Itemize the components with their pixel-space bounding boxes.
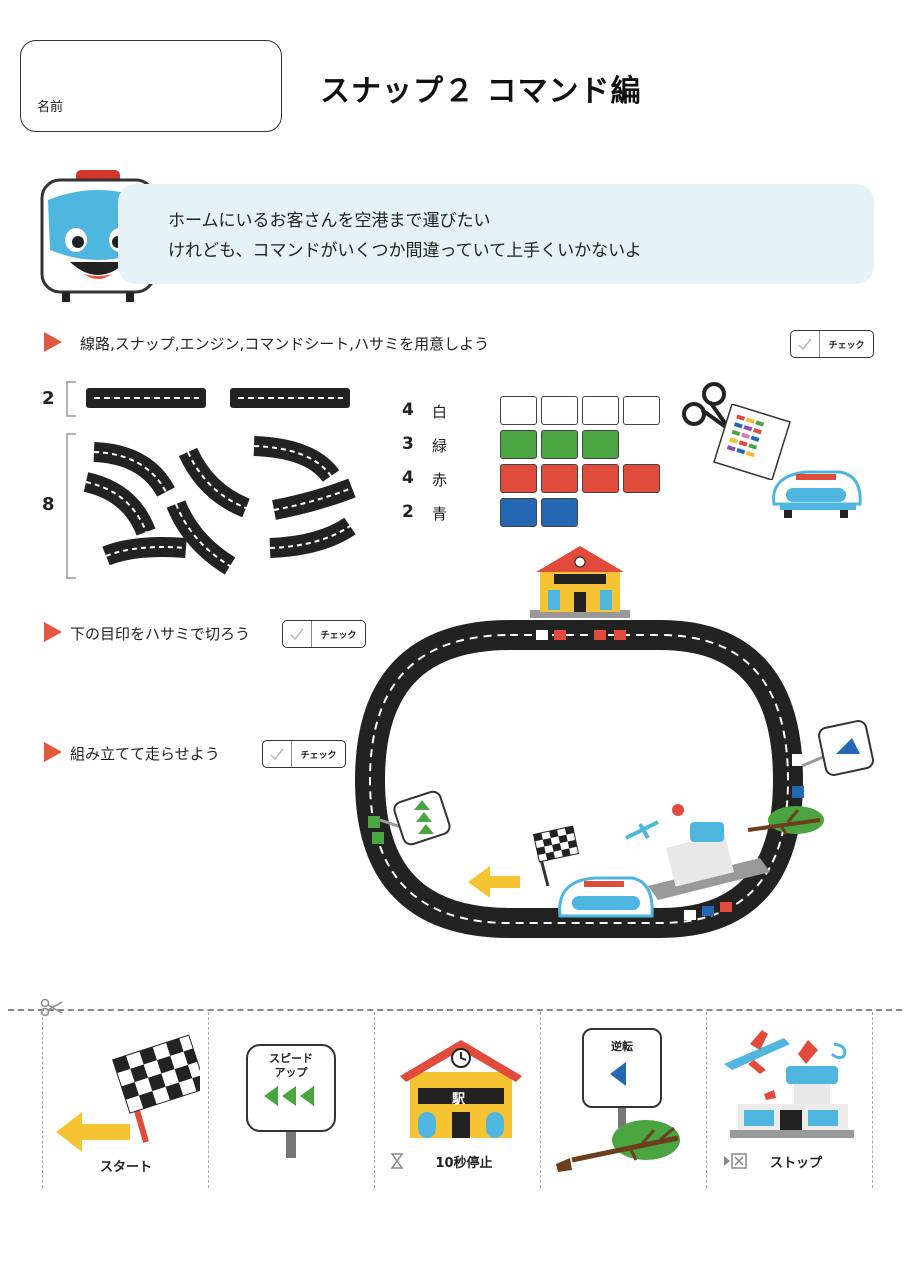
curve-count: 8 xyxy=(42,494,55,515)
station-stop-card-label: 10秒停止 xyxy=(435,1156,493,1171)
snap-tile xyxy=(623,464,660,493)
step-3-bullet-icon xyxy=(44,742,62,762)
command-sheet-icon xyxy=(713,404,791,480)
engine-train-icon xyxy=(558,876,654,918)
cut-line xyxy=(8,1009,902,1011)
snap-tile xyxy=(541,396,578,425)
step-1-check[interactable]: チェック xyxy=(790,330,874,358)
step-3-text: 組み立てて走らせよう xyxy=(70,745,220,763)
checkered-flag-icon xyxy=(56,1034,200,1152)
station-icon xyxy=(530,546,630,618)
straight-count: 2 xyxy=(42,388,55,409)
snap-tile xyxy=(623,396,660,425)
speed-arrows-icon xyxy=(264,1086,314,1106)
curved-track-pieces xyxy=(83,436,356,575)
straight-track-piece xyxy=(86,388,206,408)
card-divider xyxy=(872,1012,873,1188)
scissors-icon xyxy=(40,998,63,1017)
card-divider xyxy=(540,1012,541,1188)
airport-stop-card[interactable]: ストップ xyxy=(708,1014,872,1186)
snap-tile xyxy=(541,464,578,493)
airport-icon xyxy=(724,1030,854,1138)
snap-tile xyxy=(541,498,578,527)
station-stop-card[interactable]: 駅 10秒停止 xyxy=(376,1014,540,1186)
snap-tile xyxy=(582,430,619,459)
step-1-bullet-icon xyxy=(44,332,62,352)
bracket-icon xyxy=(66,381,76,417)
step-3-check[interactable]: チェック xyxy=(262,740,346,768)
snap-color-name: 白 xyxy=(432,403,448,421)
bracket-icon xyxy=(66,433,76,579)
card-divider xyxy=(706,1012,707,1188)
start-arrow-icon xyxy=(468,866,520,898)
straight-track-pieces xyxy=(86,388,350,408)
step-2-text: 下の目印をハサミで切ろう xyxy=(70,625,251,643)
name-label: 名前 xyxy=(37,100,64,115)
sign-right-icon xyxy=(801,720,874,776)
hourglass-icon xyxy=(390,1153,404,1169)
step-2-bullet-icon xyxy=(44,622,62,642)
track-layout-illustration xyxy=(354,546,874,938)
snap-count: 3 xyxy=(402,434,414,454)
tree-icon xyxy=(556,1120,680,1172)
snap-tile xyxy=(582,396,619,425)
step-1-text: 線路,スナップ,エンジン,コマンドシート,ハサミを用意しよう xyxy=(80,335,490,353)
snap-count: 2 xyxy=(402,502,414,522)
airport-icon xyxy=(625,804,770,900)
snap-color-name: 緑 xyxy=(432,437,448,455)
reverse-sign: 逆転 xyxy=(582,1028,662,1108)
airport-stop-card-label: ストップ xyxy=(769,1156,822,1171)
card-divider xyxy=(208,1012,209,1188)
check-mark-icon xyxy=(283,621,312,647)
speed-up-sign: スピード アップ xyxy=(246,1044,336,1132)
checkered-flag-icon xyxy=(532,825,580,887)
check-label: チェック xyxy=(320,630,357,641)
snap-tile xyxy=(500,430,537,459)
name-field[interactable]: 名前 xyxy=(20,40,282,132)
station-icon xyxy=(400,1040,522,1138)
speed-up-sign-icon xyxy=(379,790,451,846)
engine-train-icon xyxy=(772,470,862,518)
check-mark-icon xyxy=(791,331,820,357)
snap-tile xyxy=(500,498,537,527)
stop-icon xyxy=(724,1153,747,1169)
straight-track-piece xyxy=(230,388,350,408)
reverse-sign-text: 逆転 xyxy=(611,1040,633,1053)
check-label: チェック xyxy=(828,340,865,351)
left-arrow-icon xyxy=(610,1062,626,1086)
intro-line-2: けれども、コマンドがいくつか間違っていて上手くいかないよ xyxy=(168,241,642,261)
snap-color-name: 赤 xyxy=(432,471,448,489)
station-sign-text: 駅 xyxy=(452,1092,466,1107)
card-divider xyxy=(42,1012,43,1188)
start-card[interactable]: スタート xyxy=(44,1014,208,1186)
speech-bubble: ホームにいるお客さんを空港まで運びたい けれども、コマンドがいくつか間違っていて… xyxy=(118,184,874,284)
page-title: スナップ２ コマンド編 xyxy=(320,74,642,109)
snap-tile xyxy=(541,430,578,459)
sign-pole xyxy=(618,1108,626,1128)
snap-count: 4 xyxy=(402,400,414,420)
sign-pole xyxy=(286,1132,296,1158)
snap-color-name: 青 xyxy=(432,505,448,523)
snap-tile xyxy=(500,396,537,425)
check-mark-icon xyxy=(263,741,292,767)
snap-tile xyxy=(500,464,537,493)
speed-up-card[interactable]: スピード アップ xyxy=(210,1014,374,1186)
tree-icon xyxy=(747,806,824,835)
start-card-label: スタート xyxy=(99,1160,152,1175)
check-label: チェック xyxy=(300,750,337,761)
snap-count: 4 xyxy=(402,468,414,488)
card-divider xyxy=(374,1012,375,1188)
snap-tile xyxy=(582,464,619,493)
step-2-check[interactable]: チェック xyxy=(282,620,366,648)
reverse-card[interactable]: 逆転 xyxy=(542,1014,706,1186)
speed-up-sign-text: スピード アップ xyxy=(269,1052,313,1079)
intro-line-1: ホームにいるお客さんを空港まで運びたい xyxy=(168,211,491,231)
